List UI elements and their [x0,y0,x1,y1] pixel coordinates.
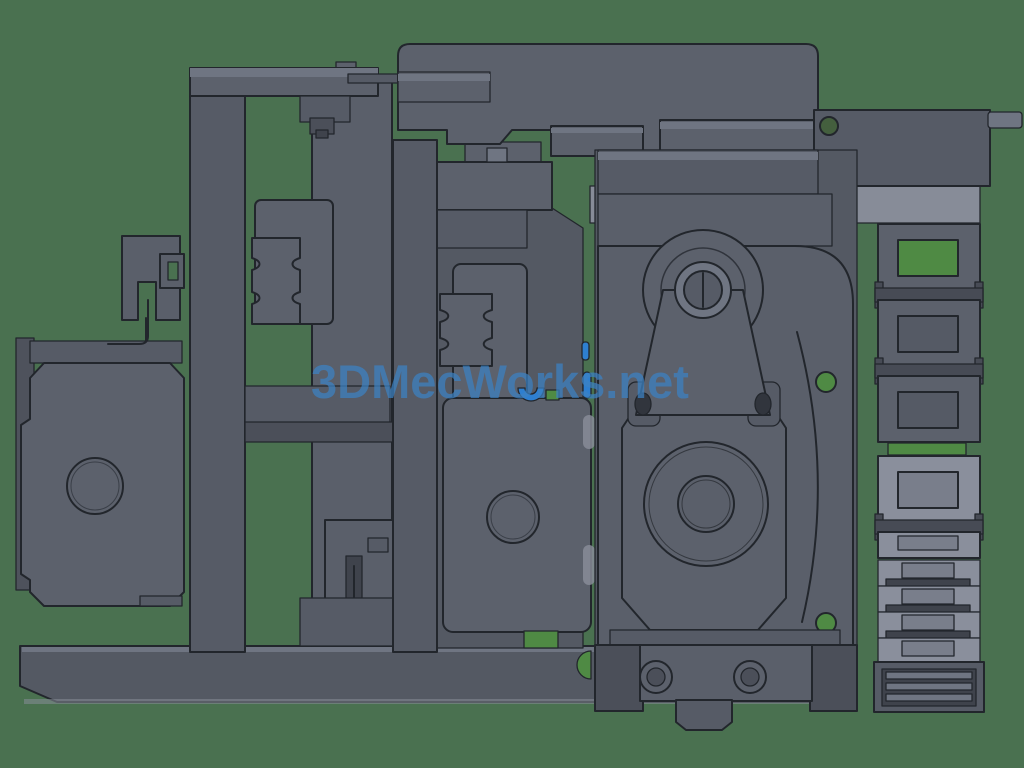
cable-drag-chain [873,223,985,713]
arm-hole-left [634,392,652,416]
watermark-text: 3DMecWorks.net [311,355,689,408]
pivot-mechanism [594,149,858,731]
center-plate [442,397,592,633]
blue-sensor-ring [517,387,545,402]
through-slot-green [523,630,559,649]
motor-assembly [15,317,185,607]
crossbar-upper [244,385,391,425]
connecting-rod [347,73,401,84]
disc-edge-arc [796,331,819,623]
motor-body [20,362,185,607]
blue-sensor-strip-2 [582,371,592,399]
motor-shaft-hole [66,457,124,515]
middle-assembly [392,139,595,680]
frame-structure [189,61,444,653]
frame-column-mid [392,139,438,653]
gripper-clamp-lower [439,263,528,409]
blue-sensor-strip-1 [581,341,590,361]
chain-end-bracket [873,661,985,713]
through-hole-half [576,650,592,680]
bottom-tab [675,699,733,731]
arm-hole-right [754,392,772,416]
guide-pin [987,111,1023,129]
bracket-slot [167,261,179,281]
mount-hole [819,116,839,136]
cable-wire [107,299,149,345]
blue-sensors [517,341,592,402]
through-hole-upper [815,371,837,393]
gripper-clamp-upper [251,199,334,325]
cable-bracket [107,235,185,345]
frame-column-left [189,95,246,653]
chain-gap-hole [887,442,967,456]
